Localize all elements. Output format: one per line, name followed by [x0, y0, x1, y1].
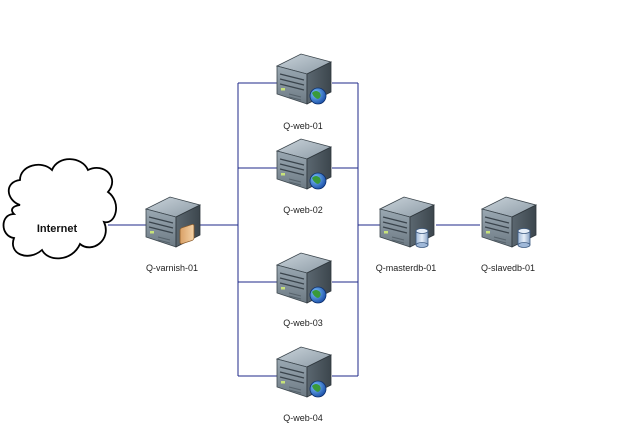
- node-label-master: Q-masterdb-01: [375, 263, 437, 273]
- server-cache-icon: [145, 196, 201, 248]
- node-label-web4: Q-web-04: [283, 413, 323, 423]
- web-server-icon: [276, 53, 332, 105]
- database-server-icon: [379, 196, 435, 248]
- node-label-slave: Q-slavedb-01: [480, 263, 536, 273]
- cloud-icon: [2, 158, 117, 260]
- web-server-icon: [276, 252, 332, 304]
- web-server-icon: [276, 138, 332, 190]
- cloud-label: Internet: [36, 223, 78, 235]
- node-label-web2: Q-web-02: [283, 205, 323, 215]
- node-label-varnish: Q-varnish-01: [145, 263, 199, 273]
- node-label-web3: Q-web-03: [283, 318, 323, 328]
- database-server-icon: [481, 196, 537, 248]
- node-label-web1: Q-web-01: [283, 121, 323, 131]
- web-server-icon: [276, 346, 332, 398]
